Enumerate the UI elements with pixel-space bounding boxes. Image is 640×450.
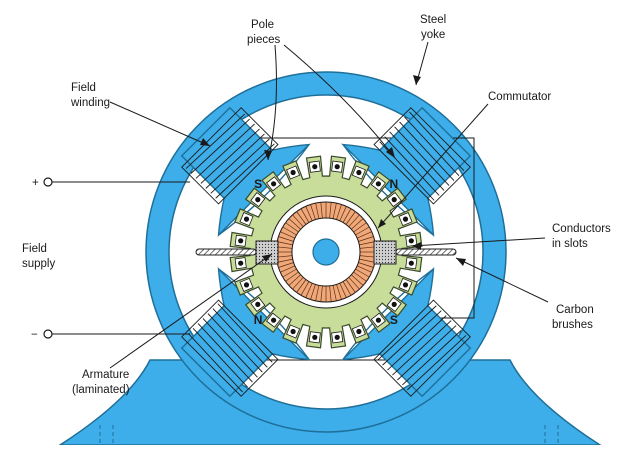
conductor-dot [290,328,296,335]
text-labels: Pole pieces Steel yoke Field winding Com… [22,14,611,396]
conductor-dot [334,334,340,340]
label-armature-1: Armature [82,369,129,381]
field-winding-coil [181,107,279,205]
conductor-dot [402,216,409,222]
plus-sign: + [32,177,39,189]
conductor-dot [243,282,250,288]
conductor-dot [375,317,381,323]
conductor-dot [255,301,261,307]
label-pole-pieces-2: pieces [247,34,280,46]
pole-letter: N [390,177,399,191]
conductor-dot [271,181,277,187]
conductor-dot [391,197,397,203]
armature [229,155,423,349]
label-steel-yoke-1: Steel [420,14,446,26]
label-conductors-1: Conductors [552,223,611,235]
pole-letter: S [390,313,398,327]
conductor-dot [290,169,296,176]
label-field-supply-2: supply [22,258,55,270]
label-commutator: Commutator [488,91,551,103]
minus-sign: − [31,329,38,341]
conductor-dot [238,238,244,244]
pole-bottom-right: S [341,267,472,398]
leader-pole-left [267,44,277,161]
pole-top-left: S [180,106,311,237]
conductor-dot [312,334,318,340]
leader-arrowheads [200,75,466,266]
conductor-dot [402,282,409,288]
conductor-dot [243,216,250,222]
leader-armature [109,253,273,369]
label-conductors-2: in slots [552,238,588,250]
label-field-winding-1: Field [71,82,96,94]
label-pole-pieces-1: Pole [251,19,274,31]
conductor-dot [408,260,414,266]
conductor-dot [391,301,397,307]
label-steel-yoke-2: yoke [421,29,445,41]
field-winding-coil [181,299,279,397]
pole-bottom-left: N [180,267,311,398]
conductor-dot [356,169,362,176]
terminal-plus [43,177,53,187]
brush-right [373,240,397,265]
conductor-dot [356,328,362,335]
pole-letter: S [254,177,262,191]
leader-brushes [455,257,549,303]
label-armature-2: (laminated) [72,384,130,396]
conductor-dot [408,238,414,244]
carbon-brushes [195,240,457,265]
terminals: + − [31,177,53,341]
brush-left [255,240,279,265]
label-field-winding-2: winding [70,97,110,109]
conductor-dot [238,260,244,266]
pole-letter: N [254,313,263,327]
conductor-dot [334,164,340,170]
label-brushes-1: Carbon [556,304,594,316]
conductor-dot [375,181,381,187]
field-winding-coil [373,299,471,397]
leader-field-winding [109,101,211,147]
label-brushes-2: brushes [552,319,593,331]
leader-commutator [377,103,489,229]
commutator-segments [276,202,376,302]
conductor-dot [271,317,277,323]
brush-rod-right [395,248,457,256]
label-field-supply-1: Field [22,243,47,255]
brush-rod-left [195,248,257,256]
leader-pole-right [283,44,396,159]
conductor-dot [312,164,318,170]
shaft [312,238,340,266]
leader-conductors [411,237,546,247]
terminal-minus [43,329,53,339]
conductor-dot [255,197,261,203]
